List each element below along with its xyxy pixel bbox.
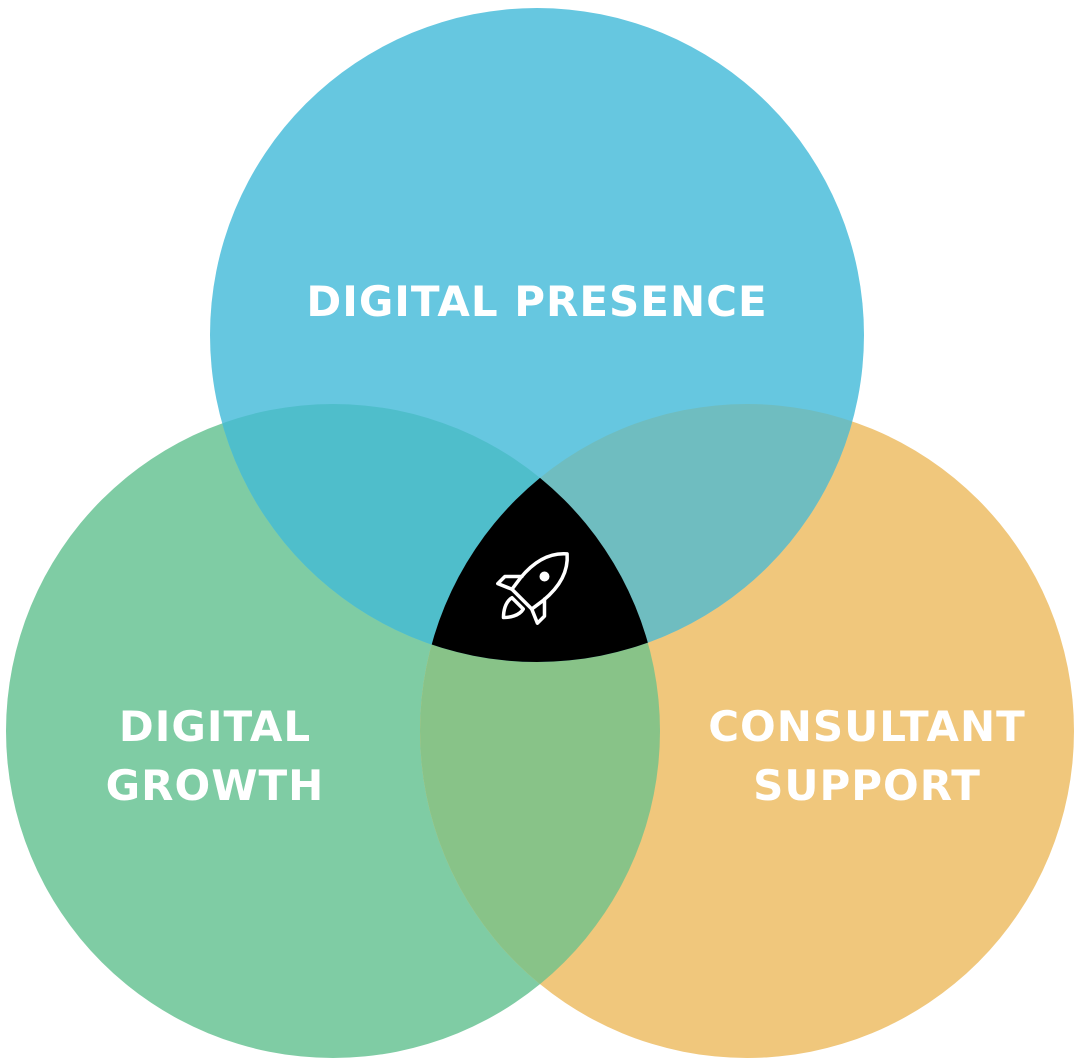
center-overlap [420,404,660,662]
consultant-support-label: CONSULTANT [708,702,1026,751]
digital-growth-label: GROWTH [106,761,325,810]
consultant-support-label: SUPPORT [753,761,981,810]
digital-growth-label: DIGITAL [119,702,311,751]
digital-presence-label: DIGITAL PRESENCE [306,277,767,326]
rocket-icon [496,552,569,625]
